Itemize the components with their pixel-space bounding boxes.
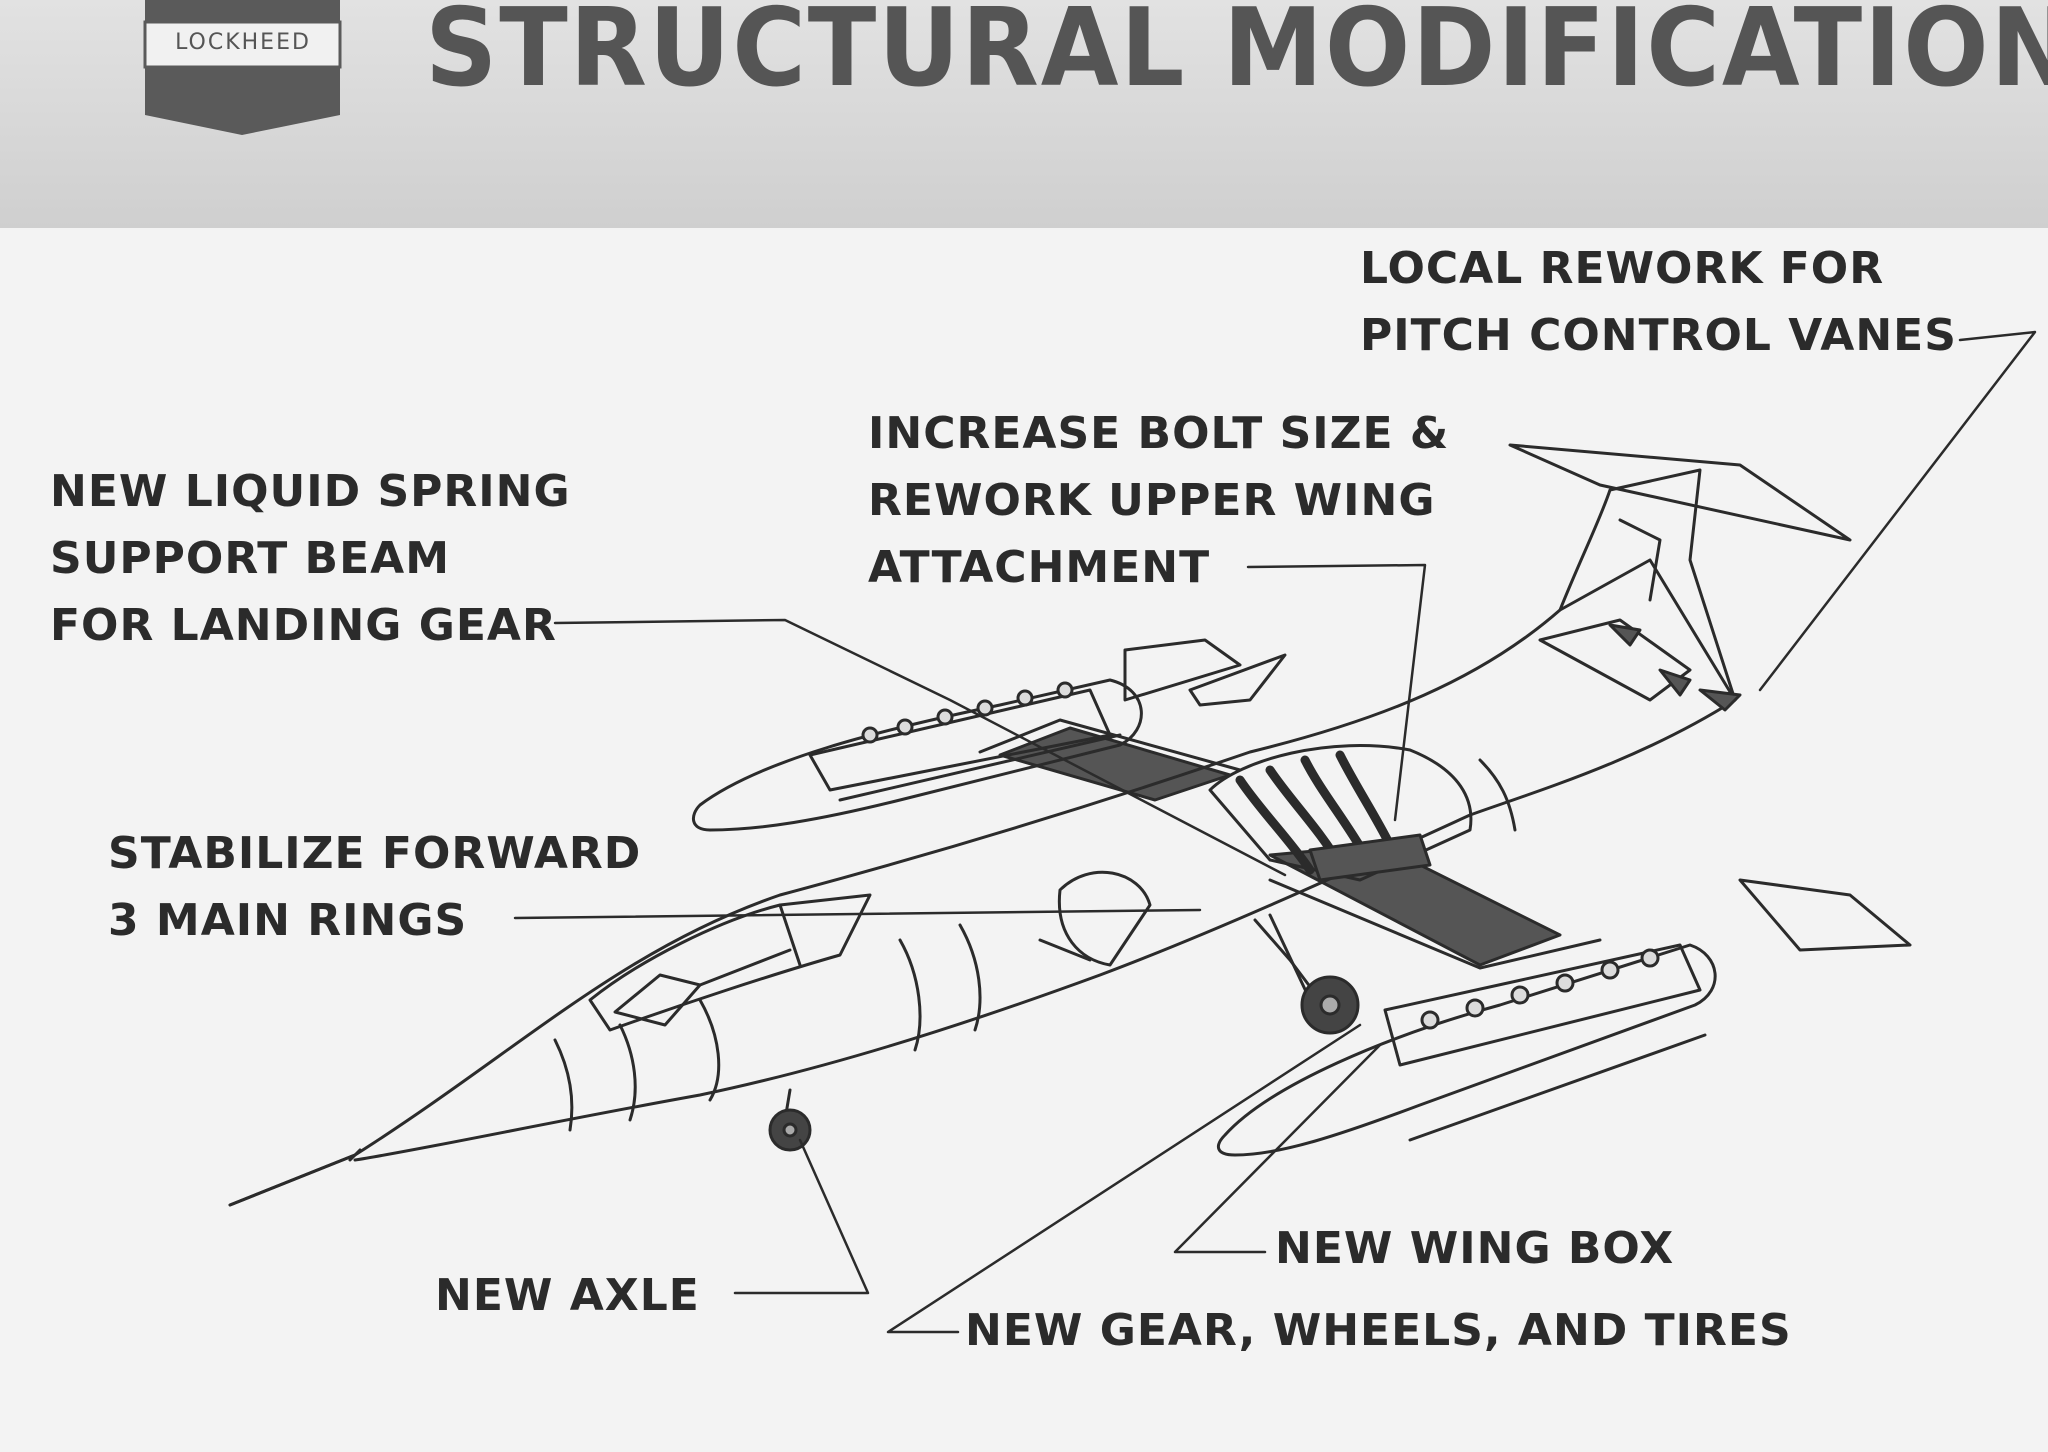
- fuselage-outline: [228, 558, 1737, 1207]
- pitch-vane-2: [1658, 668, 1692, 697]
- callout-axle: NEW AXLE: [435, 1270, 700, 1321]
- leader-gear: [886, 1023, 1362, 1334]
- callout-pitch-vanes: LOCAL REWORK FOR PITCH CONTROL VANES: [1360, 243, 1957, 361]
- lockheed-logo: [143, 0, 342, 135]
- callout-bolt-size: INCREASE BOLT SIZE & REWORK UPPER WING A…: [868, 408, 1450, 593]
- wing-box: [1208, 744, 1473, 882]
- tail-fin: [1558, 468, 1737, 702]
- diagram-panel: [0, 228, 2048, 1452]
- leader-axle: [733, 1138, 870, 1295]
- callout-gear: NEW GEAR, WHEELS, AND TIRES: [965, 1305, 1792, 1356]
- logo-text: LOCKHEED: [175, 30, 311, 55]
- callout-wing-box: NEW WING BOX: [1275, 1223, 1675, 1274]
- page-title: STRUCTURAL MODIFICATIONS: [425, 0, 2048, 111]
- pitch-vane-1: [1608, 623, 1642, 647]
- horizontal-stabilizer: [1508, 443, 1852, 542]
- leader-bolt-size: [1246, 563, 1427, 822]
- intake: [1057, 870, 1152, 967]
- leader-liquid-spring: [553, 618, 1287, 877]
- leader-stabilize: [513, 908, 1202, 920]
- canopy: [588, 893, 872, 1032]
- callout-stabilize: STABILIZE FORWARD 3 MAIN RINGS: [108, 828, 642, 946]
- pitch-vane-3: [1698, 688, 1742, 712]
- leader-wing-box: [1173, 1043, 1382, 1254]
- lower-wingtip-pod: [1217, 943, 1717, 1157]
- header-band: LOCKHEED STRUCTURAL MODIFICATIONS: [0, 0, 2048, 228]
- leader-pitch-vanes: [1758, 330, 2037, 692]
- callout-liquid-spring: NEW LIQUID SPRING SUPPORT BEAM FOR LANDI…: [50, 466, 571, 651]
- upper-wing-panel: [998, 726, 1232, 802]
- upper-wingtip-pod: [691, 678, 1143, 832]
